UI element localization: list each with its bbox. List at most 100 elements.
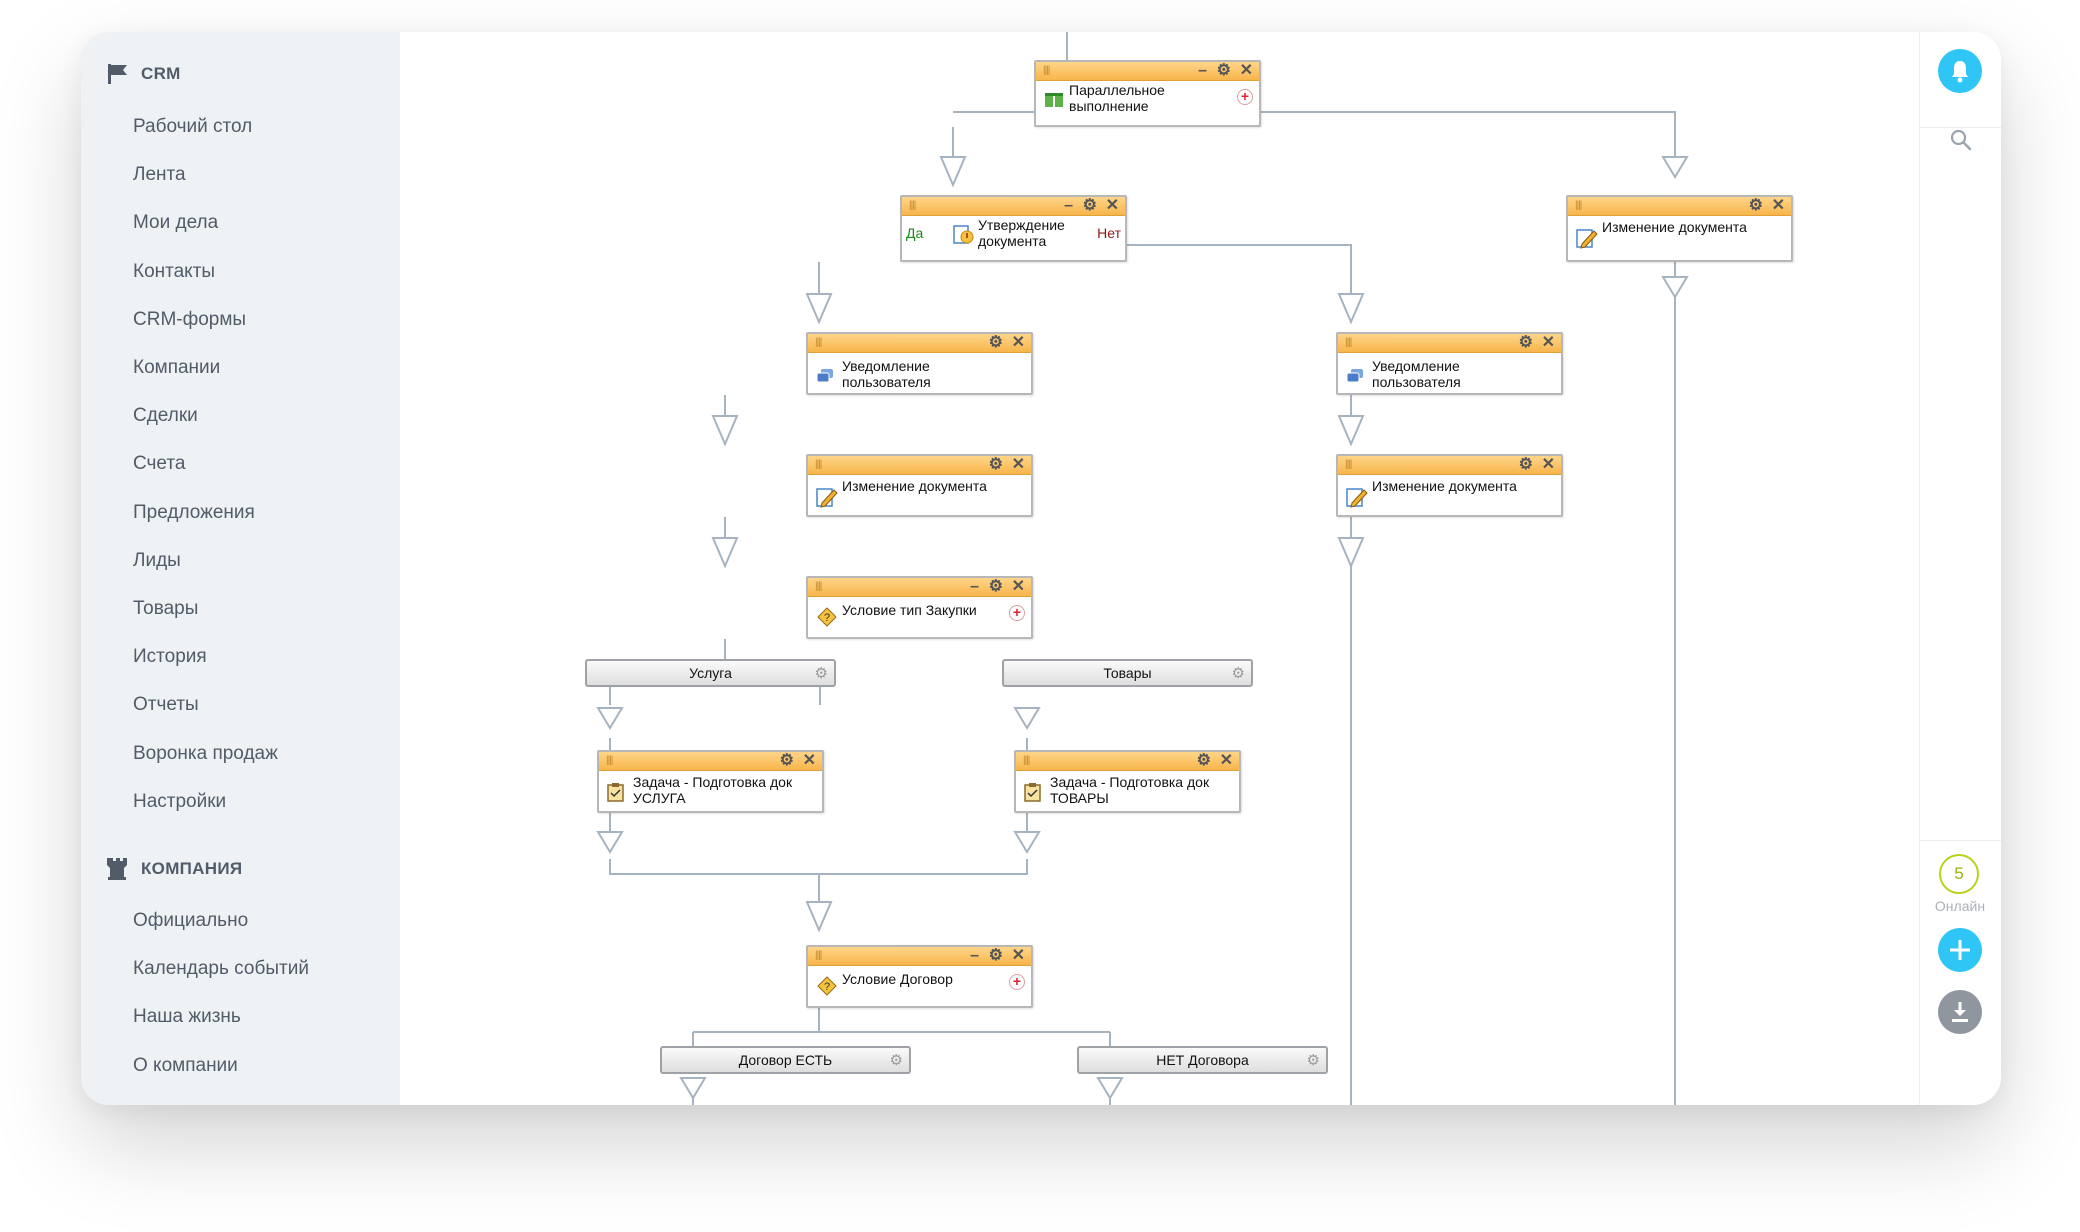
crm-nav-item[interactable]: Товары [133, 598, 199, 619]
rail-divider [1919, 32, 1920, 1105]
crm-section-header[interactable]: CRM [107, 64, 181, 84]
gear-icon[interactable]: ⚙ [1518, 456, 1533, 473]
gear-icon[interactable]: ⚙ [779, 752, 794, 769]
notifications-button[interactable] [1938, 49, 1982, 93]
workflow-canvas[interactable]: |||| – ⚙ ✕ Параллельное выполнение + |||… [400, 32, 1892, 1105]
gear-icon[interactable]: ⚙ [1748, 197, 1763, 214]
close-icon[interactable]: ✕ [1011, 578, 1025, 595]
company-nav-item[interactable]: О компании [133, 1054, 238, 1076]
close-icon[interactable]: ✕ [1771, 197, 1785, 214]
node-change-document-middle[interactable]: |||| ⚙ ✕ Изменение документа [1336, 454, 1563, 517]
gear-icon[interactable]: ⚙ [1306, 1052, 1320, 1069]
company-section-header[interactable]: КОМПАНИЯ [107, 858, 242, 880]
crm-nav-item[interactable]: Сделки [133, 405, 198, 427]
node-header[interactable]: |||| ⚙ ✕ [1338, 456, 1561, 475]
node-header[interactable]: |||| – ⚙ ✕ [902, 197, 1125, 216]
gear-icon[interactable]: ⚙ [1196, 752, 1211, 769]
node-condition-purchase-type[interactable]: |||| – ⚙ ✕ ? Условие тип Закупки + [806, 576, 1033, 639]
gear-icon[interactable]: ⚙ [988, 334, 1003, 351]
node-header[interactable]: |||| – ⚙ ✕ [1036, 62, 1259, 81]
node-label: Задача - Подготовка док УСЛУГА [633, 774, 793, 806]
node-change-document-right[interactable]: |||| ⚙ ✕ Изменение документа [1566, 195, 1793, 262]
close-icon[interactable]: ✕ [1011, 456, 1025, 473]
gear-icon[interactable]: ⚙ [988, 578, 1003, 595]
branch-service[interactable]: Услуга ⚙ [585, 659, 836, 687]
condition-icon: ? [817, 607, 837, 627]
gear-icon[interactable]: ⚙ [988, 456, 1003, 473]
add-branch-icon[interactable]: + [1009, 974, 1025, 990]
node-header[interactable]: |||| ⚙ ✕ [1338, 334, 1561, 353]
node-header[interactable]: |||| ⚙ ✕ [599, 752, 822, 771]
minimize-icon[interactable]: – [970, 578, 979, 595]
parallel-icon [1045, 93, 1063, 107]
gear-icon[interactable]: ⚙ [1518, 334, 1533, 351]
gear-icon[interactable]: ⚙ [1082, 197, 1097, 214]
node-header[interactable]: |||| – ⚙ ✕ [808, 947, 1031, 966]
node-header[interactable]: |||| ⚙ ✕ [1568, 197, 1791, 216]
close-icon[interactable]: ✕ [1239, 62, 1253, 79]
close-icon[interactable]: ✕ [1541, 334, 1555, 351]
crm-nav-item[interactable]: История [133, 646, 207, 668]
gear-icon[interactable]: ⚙ [1216, 62, 1231, 79]
condition-icon: ? [817, 976, 837, 996]
crm-nav-item[interactable]: Компании [133, 357, 221, 378]
gear-icon[interactable]: ⚙ [814, 665, 828, 682]
crm-nav-item[interactable]: Воронка продаж [133, 742, 278, 764]
branch-label: Товары [1103, 665, 1152, 681]
edit-document-icon [816, 488, 838, 508]
crm-nav-item[interactable]: Настройки [133, 790, 227, 812]
company-nav-item[interactable]: Наша жизнь [133, 1006, 241, 1028]
node-header[interactable]: |||| ⚙ ✕ [808, 456, 1031, 475]
bell-icon [1952, 61, 1968, 83]
edit-document-icon [1346, 488, 1368, 508]
close-icon[interactable]: ✕ [1011, 334, 1025, 351]
branch-goods[interactable]: Товары ⚙ [1002, 659, 1253, 687]
company-nav-item[interactable]: Официально [133, 910, 249, 931]
close-icon[interactable]: ✕ [1219, 752, 1233, 769]
search-icon[interactable] [1949, 128, 1973, 152]
crm-nav-item[interactable]: Предложения [133, 501, 255, 523]
close-icon[interactable]: ✕ [1011, 947, 1025, 964]
crm-nav-item[interactable]: Лиды [133, 549, 181, 571]
node-header[interactable]: |||| ⚙ ✕ [808, 334, 1031, 353]
node-approval[interactable]: |||| – ⚙ ✕ Да Утверждение документа Нет [900, 195, 1127, 262]
crm-nav-item[interactable]: Мои дела [133, 212, 219, 234]
crm-nav-item[interactable]: Контакты [133, 260, 216, 282]
node-header[interactable]: |||| – ⚙ ✕ [808, 578, 1031, 597]
add-button[interactable] [1938, 928, 1982, 972]
add-branch-icon[interactable]: + [1237, 89, 1253, 105]
add-branch-icon[interactable]: + [1009, 605, 1025, 621]
crm-nav-item[interactable]: Отчеты [133, 694, 199, 716]
crm-nav-item[interactable]: Лента [133, 164, 186, 186]
task-icon [1024, 783, 1041, 802]
gear-icon[interactable]: ⚙ [889, 1052, 903, 1069]
crm-nav-item[interactable]: Рабочий стол [133, 116, 253, 137]
tower-icon [107, 858, 127, 880]
task-icon [607, 783, 624, 802]
branch-label: Услуга [689, 665, 732, 681]
branch-contract-yes[interactable]: Договор ЕСТЬ⚙ [660, 1046, 911, 1074]
close-icon[interactable]: ✕ [1541, 456, 1555, 473]
branch-contract-no[interactable]: НЕТ Договора⚙ [1077, 1046, 1328, 1074]
company-nav-item[interactable]: Календарь событий [133, 958, 309, 980]
minimize-icon[interactable]: – [1198, 62, 1207, 79]
node-parallel[interactable]: |||| – ⚙ ✕ Параллельное выполнение + [1034, 60, 1261, 127]
node-notify-user-left[interactable]: |||| ⚙ ✕ Уведомление пользователя [806, 332, 1033, 395]
close-icon[interactable]: ✕ [802, 752, 816, 769]
minimize-icon[interactable]: – [1064, 197, 1073, 214]
close-icon[interactable]: ✕ [1105, 197, 1119, 214]
crm-nav-item[interactable]: CRM-формы [133, 308, 247, 330]
node-change-document-left[interactable]: |||| ⚙ ✕ Изменение документа [806, 454, 1033, 517]
node-condition-contract[interactable]: |||| – ⚙ ✕ ? Условие Договор + [806, 945, 1033, 1008]
minimize-icon[interactable]: – [970, 947, 979, 964]
online-counter[interactable]: 5 [1939, 854, 1979, 894]
gear-icon[interactable]: ⚙ [1231, 665, 1245, 682]
node-header[interactable]: |||| ⚙ ✕ [1016, 752, 1239, 771]
node-notify-user-middle[interactable]: |||| ⚙ ✕ Уведомление пользователя [1336, 332, 1563, 395]
crm-nav-item[interactable]: Счета [133, 453, 186, 475]
node-task-service[interactable]: |||| ⚙ ✕ Задача - Подготовка док УСЛУГА [597, 750, 824, 813]
download-button[interactable] [1938, 990, 1982, 1034]
node-task-goods[interactable]: |||| ⚙ ✕ Задача - Подготовка док ТОВАРЫ [1014, 750, 1241, 813]
gear-icon[interactable]: ⚙ [988, 947, 1003, 964]
